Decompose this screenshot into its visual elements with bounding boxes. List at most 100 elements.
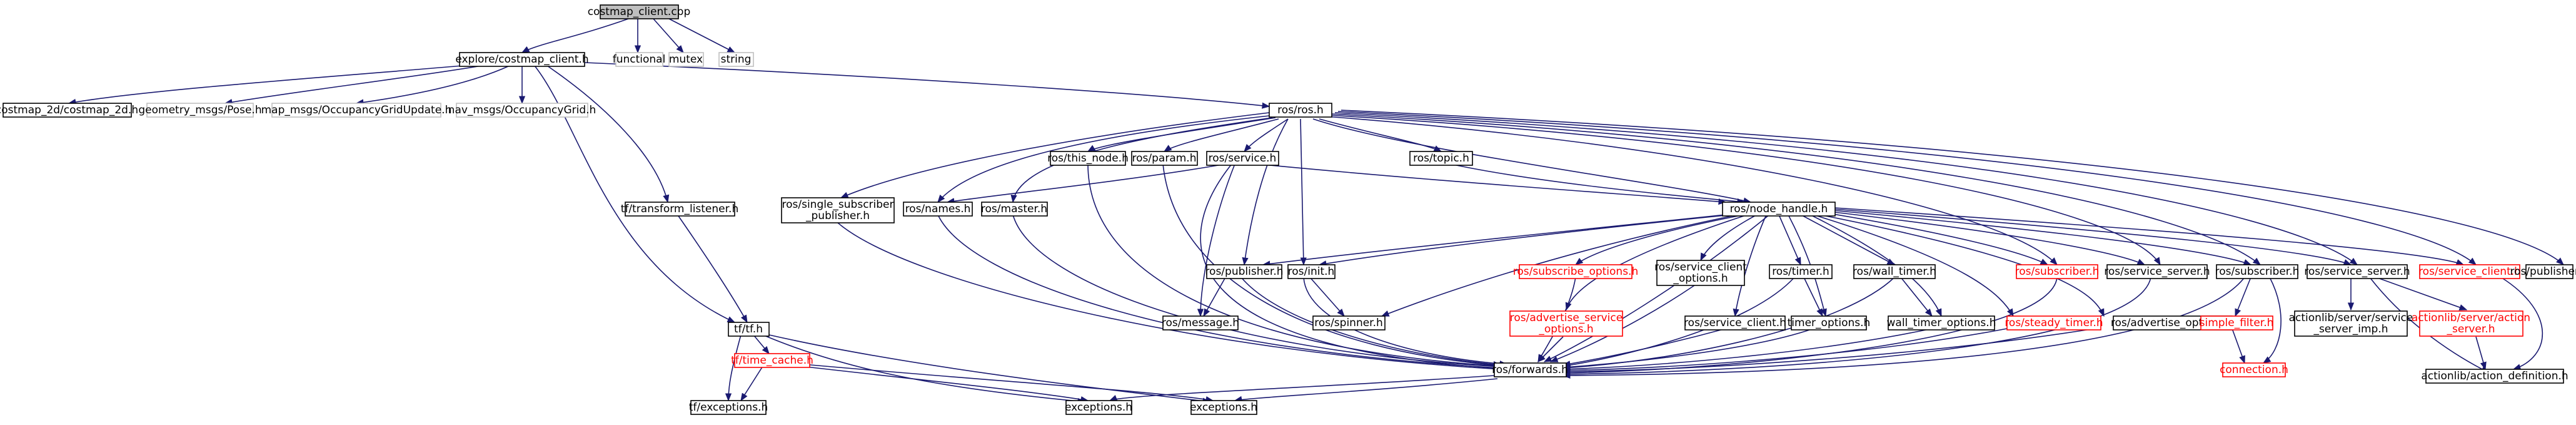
node-ros-node-handle-h[interactable]: ros/node_handle.h xyxy=(1722,202,1836,217)
node-ros-subscriber-h-red[interactable]: ros/subscriber.h xyxy=(2015,264,2100,279)
edge-ros-to-param xyxy=(1163,118,1279,152)
svg-text:ros/init.h: ros/init.h xyxy=(1288,265,1335,278)
edge-tflistener-to-tftf xyxy=(678,215,748,324)
edge-ros-to-service-server-a xyxy=(1328,115,2161,266)
node-ros-publisher-h-a[interactable]: ros/publisher.h xyxy=(1205,264,1284,279)
node-ros-subscriber-h[interactable]: ros/subscriber.h xyxy=(2215,264,2300,279)
svg-text:ros/service_client.h: ros/service_client.h xyxy=(2418,265,2521,278)
node-exceptions-h-b[interactable]: exceptions.h xyxy=(1190,400,1257,415)
edge-nh-to-publisher-a xyxy=(1262,214,1726,267)
svg-text:map_msgs/OccupancyGridUpdate.h: map_msgs/OccupancyGridUpdate.h xyxy=(261,104,452,116)
node-ros-service-client-h-red[interactable]: ros/service_client.h xyxy=(2418,264,2521,279)
edge-ros-to-publisher-b xyxy=(1341,110,2564,265)
edges xyxy=(68,18,2564,405)
edge-nh-to-walltimer xyxy=(1800,214,1896,265)
edge-cch-to-tflistener xyxy=(546,65,670,203)
edge-cch-to-rosros xyxy=(584,62,1270,109)
edge-nh-to-sc-red xyxy=(1834,207,2465,265)
edge-nh-to-init xyxy=(1318,214,1733,267)
node-costmap-2d-h[interactable]: costmap_2d/costmap_2d.h xyxy=(0,103,138,118)
node-ros-param-h[interactable]: ros/param.h xyxy=(1131,151,1198,166)
node-ros-service-client-h[interactable]: ros/service_client.h xyxy=(1684,315,1786,330)
node-ros-service-server-h-a[interactable]: ros/service_server.h xyxy=(2104,264,2210,279)
edge-cch-to-pose xyxy=(224,65,482,106)
node-ros-message-h[interactable]: ros/message.h xyxy=(1162,315,1239,330)
node-costmap-client-cpp[interactable]: costmap_client.cpp xyxy=(588,4,691,19)
svg-text:ros/message.h: ros/message.h xyxy=(1162,317,1239,329)
node-wall-timer-options-h[interactable]: wall_timer_options.h xyxy=(1887,315,1996,330)
edge-ros-to-thisnode xyxy=(1087,117,1276,152)
node-ros-single-subscriber-publisher-h[interactable]: ros/single_subscriber _publisher.h xyxy=(781,197,895,223)
node-ros-ros-h[interactable]: ros/ros.h xyxy=(1269,103,1332,118)
edge-root-to-costmap-client-h xyxy=(521,18,629,53)
node-actionlib-action-definition-h[interactable]: actionlib/action_definition.h xyxy=(2421,369,2568,384)
node-actionlib-action-server-h[interactable]: actionlib/server/action _server.h xyxy=(2412,310,2530,337)
svg-text:actionlib/action_definition.h: actionlib/action_definition.h xyxy=(2421,370,2568,382)
node-timer-options-h[interactable]: timer_options.h xyxy=(1788,315,1871,330)
node-geometry-msgs-pose-h[interactable]: geometry_msgs/Pose.h xyxy=(138,103,262,118)
node-actionlib-service-server-imp-h[interactable]: actionlib/server/service _server_imp.h xyxy=(2289,310,2413,337)
node-ros-subscribe-options-h[interactable]: ros/subscribe_options.h xyxy=(1513,264,1638,279)
node-ros-wall-timer-h[interactable]: ros/wall_timer.h xyxy=(1853,264,1936,279)
node-ros-forwards-h[interactable]: ros/forwards.h xyxy=(1492,362,1568,377)
svg-text:timer_options.h: timer_options.h xyxy=(1788,317,1871,329)
edge-svcclient-to-forwards xyxy=(1562,328,1726,367)
svg-text:connection.h: connection.h xyxy=(2220,364,2288,376)
edge-names-to-forwards xyxy=(937,214,1502,371)
edge-simplefilter-to-connection xyxy=(2231,328,2245,364)
edge-timer-to-forwards xyxy=(1562,277,1795,369)
edge-nh-to-timer xyxy=(1778,214,1801,266)
node-ros-master-h[interactable]: ros/master.h xyxy=(981,202,1048,217)
edge-walltimeropts-to-forwards xyxy=(1562,328,1933,372)
node-functional[interactable]: functional xyxy=(613,52,666,67)
svg-text:_options.h: _options.h xyxy=(1673,272,1728,285)
node-ros-service-h[interactable]: ros/service.h xyxy=(1206,151,1279,166)
node-ros-publisher-h-b[interactable]: ros/publisher.h xyxy=(2510,264,2576,279)
node-ros-topic-h[interactable]: ros/topic.h xyxy=(1409,151,1473,166)
node-ros-init-h[interactable]: ros/init.h xyxy=(1287,264,1336,279)
node-ros-service-server-h-b[interactable]: ros/service_server.h xyxy=(2304,264,2410,279)
node-tf-tf-h[interactable]: tf/tf.h xyxy=(728,322,770,337)
svg-text:ros/steady_timer.h: ros/steady_timer.h xyxy=(2005,317,2103,329)
node-string[interactable]: string xyxy=(718,52,754,67)
edge-ssb-to-as xyxy=(2375,277,2468,310)
node-nav-msgs-og-h[interactable]: nav_msgs/OccupancyGrid.h xyxy=(448,103,596,118)
edge-scred-to-actiondef xyxy=(2500,277,2543,371)
svg-text:_options.h: _options.h xyxy=(1538,323,1593,335)
node-ros-this-node-h[interactable]: ros/this_node.h xyxy=(1047,151,1129,166)
node-connection-h[interactable]: connection.h xyxy=(2220,362,2288,377)
svg-text:functional: functional xyxy=(613,53,666,66)
node-ros-service-client-options-h[interactable]: ros/service_client _options.h xyxy=(1654,260,1747,286)
node-simple-filter-h[interactable]: simple_filter.h xyxy=(2200,315,2274,330)
edge-pub-a-to-forwards xyxy=(1240,277,1502,368)
node-ros-spinner-h[interactable]: ros/spinner.h xyxy=(1312,315,1386,330)
edge-init-to-forwards xyxy=(1303,277,1508,367)
svg-text:ros/topic.h: ros/topic.h xyxy=(1413,152,1469,165)
node-explore-costmap-client-h[interactable]: explore/costmap_client.h xyxy=(455,52,589,67)
node-ros-names-h[interactable]: ros/names.h xyxy=(903,202,973,217)
svg-text:ros/advertise_service: ros/advertise_service xyxy=(1510,312,1623,324)
svg-text:_publisher.h: _publisher.h xyxy=(805,210,870,222)
node-mutex[interactable]: mutex xyxy=(668,52,704,67)
node-tf-exceptions-h[interactable]: tf/exceptions.h xyxy=(689,400,768,415)
node-ros-timer-h[interactable]: ros/timer.h xyxy=(1769,264,1833,279)
edge-ssb-to-actiondef xyxy=(2369,277,2490,373)
node-tf-time-cache-h[interactable]: tf/time_cache.h xyxy=(731,353,813,368)
edge-master-to-forwards xyxy=(1012,214,1502,370)
svg-text:ros/timer.h: ros/timer.h xyxy=(1772,265,1829,278)
node-tf-transform-listener-h[interactable]: tf/transform_listener.h xyxy=(621,202,739,217)
svg-text:ros/wall_timer.h: ros/wall_timer.h xyxy=(1853,265,1936,278)
node-map-msgs-ogu-h[interactable]: map_msgs/OccupancyGridUpdate.h xyxy=(261,103,452,118)
edge-forwards-to-exceptions-a xyxy=(1109,375,1495,401)
edge-ros-to-service-client-red xyxy=(1337,111,2477,265)
edge-tftf-to-tfexceptions xyxy=(725,334,742,402)
svg-text:ros/node_handle.h: ros/node_handle.h xyxy=(1730,203,1828,215)
node-ros-steady-timer-h[interactable]: ros/steady_timer.h xyxy=(2005,315,2103,330)
edge-as-to-actiondef xyxy=(2475,336,2487,371)
edge-ssa-to-forwards xyxy=(1562,277,2151,377)
edge-init-to-spinner xyxy=(1309,277,1345,317)
node-ros-advertise-service-options-h[interactable]: ros/advertise_service _options.h xyxy=(1509,310,1623,337)
edge-service-to-nodehandle xyxy=(1256,163,1727,205)
edge-timer-to-timeropts xyxy=(1803,277,1823,317)
node-exceptions-h-a[interactable]: exceptions.h xyxy=(1065,400,1132,415)
